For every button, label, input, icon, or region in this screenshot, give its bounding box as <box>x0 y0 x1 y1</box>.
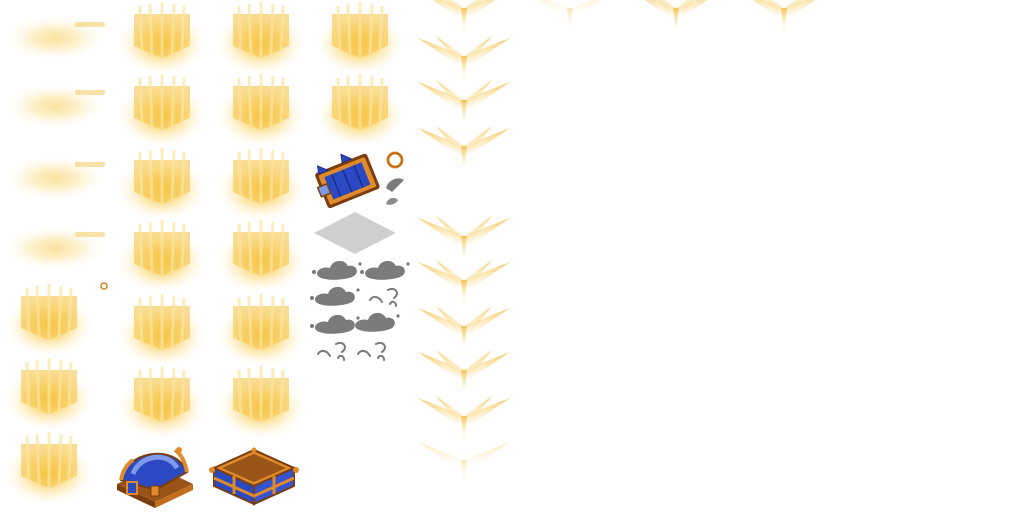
ray-fan <box>418 0 510 32</box>
smoke-puff <box>312 260 362 280</box>
ray-fan <box>738 0 830 32</box>
ray-fan <box>418 216 510 260</box>
ray-fan <box>418 80 510 124</box>
smoke-wisp <box>357 341 386 361</box>
glow-streak <box>5 154 105 198</box>
ground-shadow <box>314 212 396 254</box>
glow-cell <box>116 0 208 74</box>
glow-cell <box>3 356 95 430</box>
glow-cell <box>215 364 307 438</box>
glow-cell <box>3 282 95 356</box>
ray-fan <box>418 396 510 440</box>
glow-cell <box>215 72 307 146</box>
ray-fan <box>418 126 510 170</box>
glow-cell <box>116 292 208 366</box>
ray-fan <box>524 0 616 32</box>
smoke-wisp <box>317 341 346 361</box>
glow-cell <box>3 430 95 504</box>
glow-cell <box>116 72 208 146</box>
smoke-puff <box>310 286 360 306</box>
ray-fan <box>418 350 510 394</box>
glow-cell <box>215 146 307 220</box>
chest-open-tilted <box>315 153 380 209</box>
glow-cell <box>215 218 307 292</box>
glow-cell <box>116 364 208 438</box>
glow-cell <box>215 0 307 74</box>
chest-open-empty <box>209 447 299 506</box>
glow-streak <box>5 224 105 268</box>
ray-fan <box>418 306 510 350</box>
ray-fan <box>418 36 510 80</box>
smoke-puff <box>350 312 400 332</box>
ray-fan <box>630 0 722 32</box>
glow-cell <box>116 146 208 220</box>
chest-closed-lid <box>117 447 193 508</box>
smoke-wisp <box>369 287 398 307</box>
glow-cell <box>116 218 208 292</box>
smoke-wisp <box>386 178 404 192</box>
glow-cell <box>314 0 406 74</box>
smoke-puff <box>360 260 410 280</box>
glow-cell <box>215 292 307 366</box>
small-ring-icon <box>100 282 108 290</box>
ray-fan <box>418 260 510 304</box>
glow-cell <box>314 72 406 146</box>
ray-fan <box>418 442 510 484</box>
glow-streak <box>5 82 105 126</box>
glow-streak <box>5 14 105 58</box>
